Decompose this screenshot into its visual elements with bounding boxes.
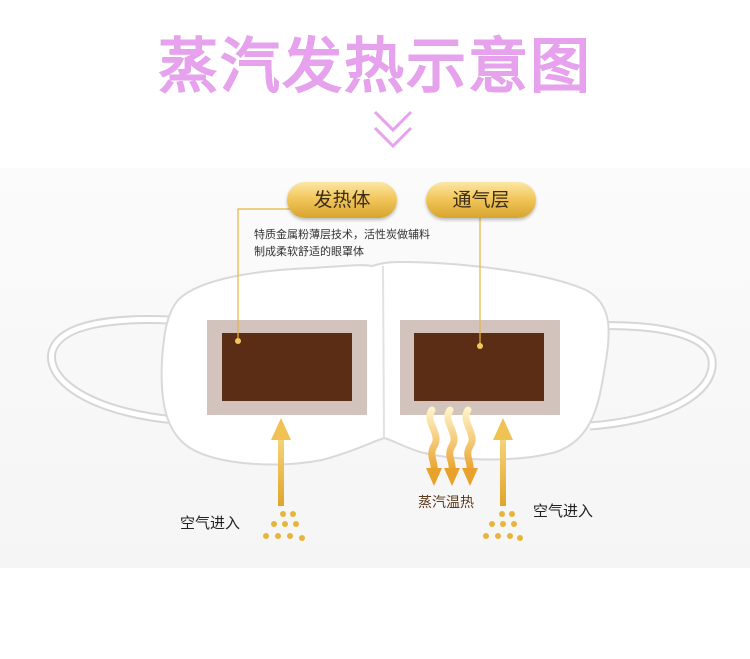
heating-body-label: 发热体	[287, 182, 397, 218]
air-arrow-right	[493, 418, 513, 506]
vent-layer-label: 通气层	[426, 182, 536, 218]
description-line: 特质金属粉薄层技术，活性炭做辅料	[254, 228, 430, 241]
air-in-left-label: 空气进入	[180, 514, 241, 532]
chevron-down-icon	[373, 110, 413, 149]
page-title: 蒸汽发热示意图	[158, 32, 592, 102]
description: 特质金属粉薄层技术，活性炭做辅料 制成柔软舒适的眼罩体	[254, 226, 484, 260]
air-particles-right	[483, 511, 523, 541]
description-line: 制成柔软舒适的眼罩体	[254, 245, 364, 258]
right-ear-loop-inner	[589, 323, 715, 429]
air-in-right-label: 空气进入	[533, 502, 594, 520]
steam-arrows	[426, 406, 476, 476]
left-pad	[222, 333, 352, 401]
air-particles-left	[263, 511, 305, 541]
left-ear-loop-inner	[49, 317, 176, 423]
callout-line-left	[237, 208, 290, 340]
air-arrow-left	[271, 418, 291, 506]
steam-heat-label: 蒸汽温热	[418, 495, 474, 511]
